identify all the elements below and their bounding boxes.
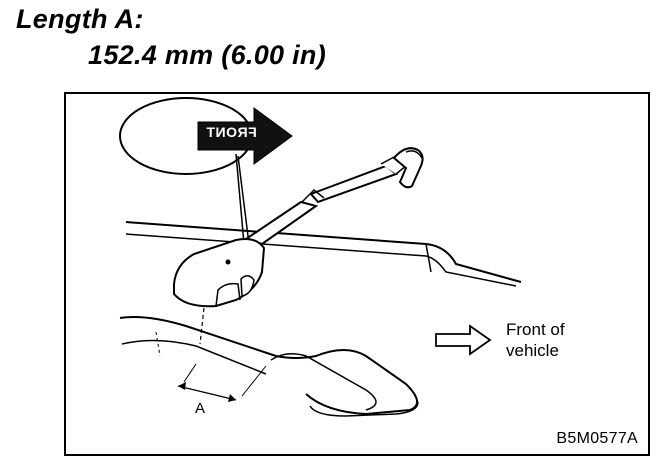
lower-roof-rail bbox=[119, 316, 418, 416]
dimension-label-a: A bbox=[195, 400, 206, 417]
callout-pointer bbox=[235, 153, 245, 245]
figure-code: B5M0577A bbox=[556, 430, 638, 447]
foot-clamp bbox=[173, 238, 266, 308]
heading-line2: 152.4 mm (6.00 in) bbox=[88, 40, 327, 70]
heading-line1: Length A: bbox=[16, 4, 144, 34]
front-direction-arrow-icon bbox=[435, 324, 492, 356]
front-of-vehicle-line1: Front of bbox=[506, 320, 565, 339]
dimension-line-a bbox=[177, 385, 237, 401]
diagram-frame: FRONT A Front of vehicle B5M0577A bbox=[64, 92, 650, 456]
front-of-vehicle-label: Front of vehicle bbox=[506, 319, 565, 361]
front-arrow-label: FRONT bbox=[206, 124, 257, 140]
front-arrow-icon bbox=[197, 107, 293, 165]
front-of-vehicle-line2: vehicle bbox=[506, 341, 559, 360]
crossbar-end-clamp bbox=[392, 147, 424, 189]
roof-rack-drawing bbox=[119, 97, 522, 417]
position-guide-line bbox=[199, 307, 205, 345]
crossbar bbox=[243, 200, 319, 246]
